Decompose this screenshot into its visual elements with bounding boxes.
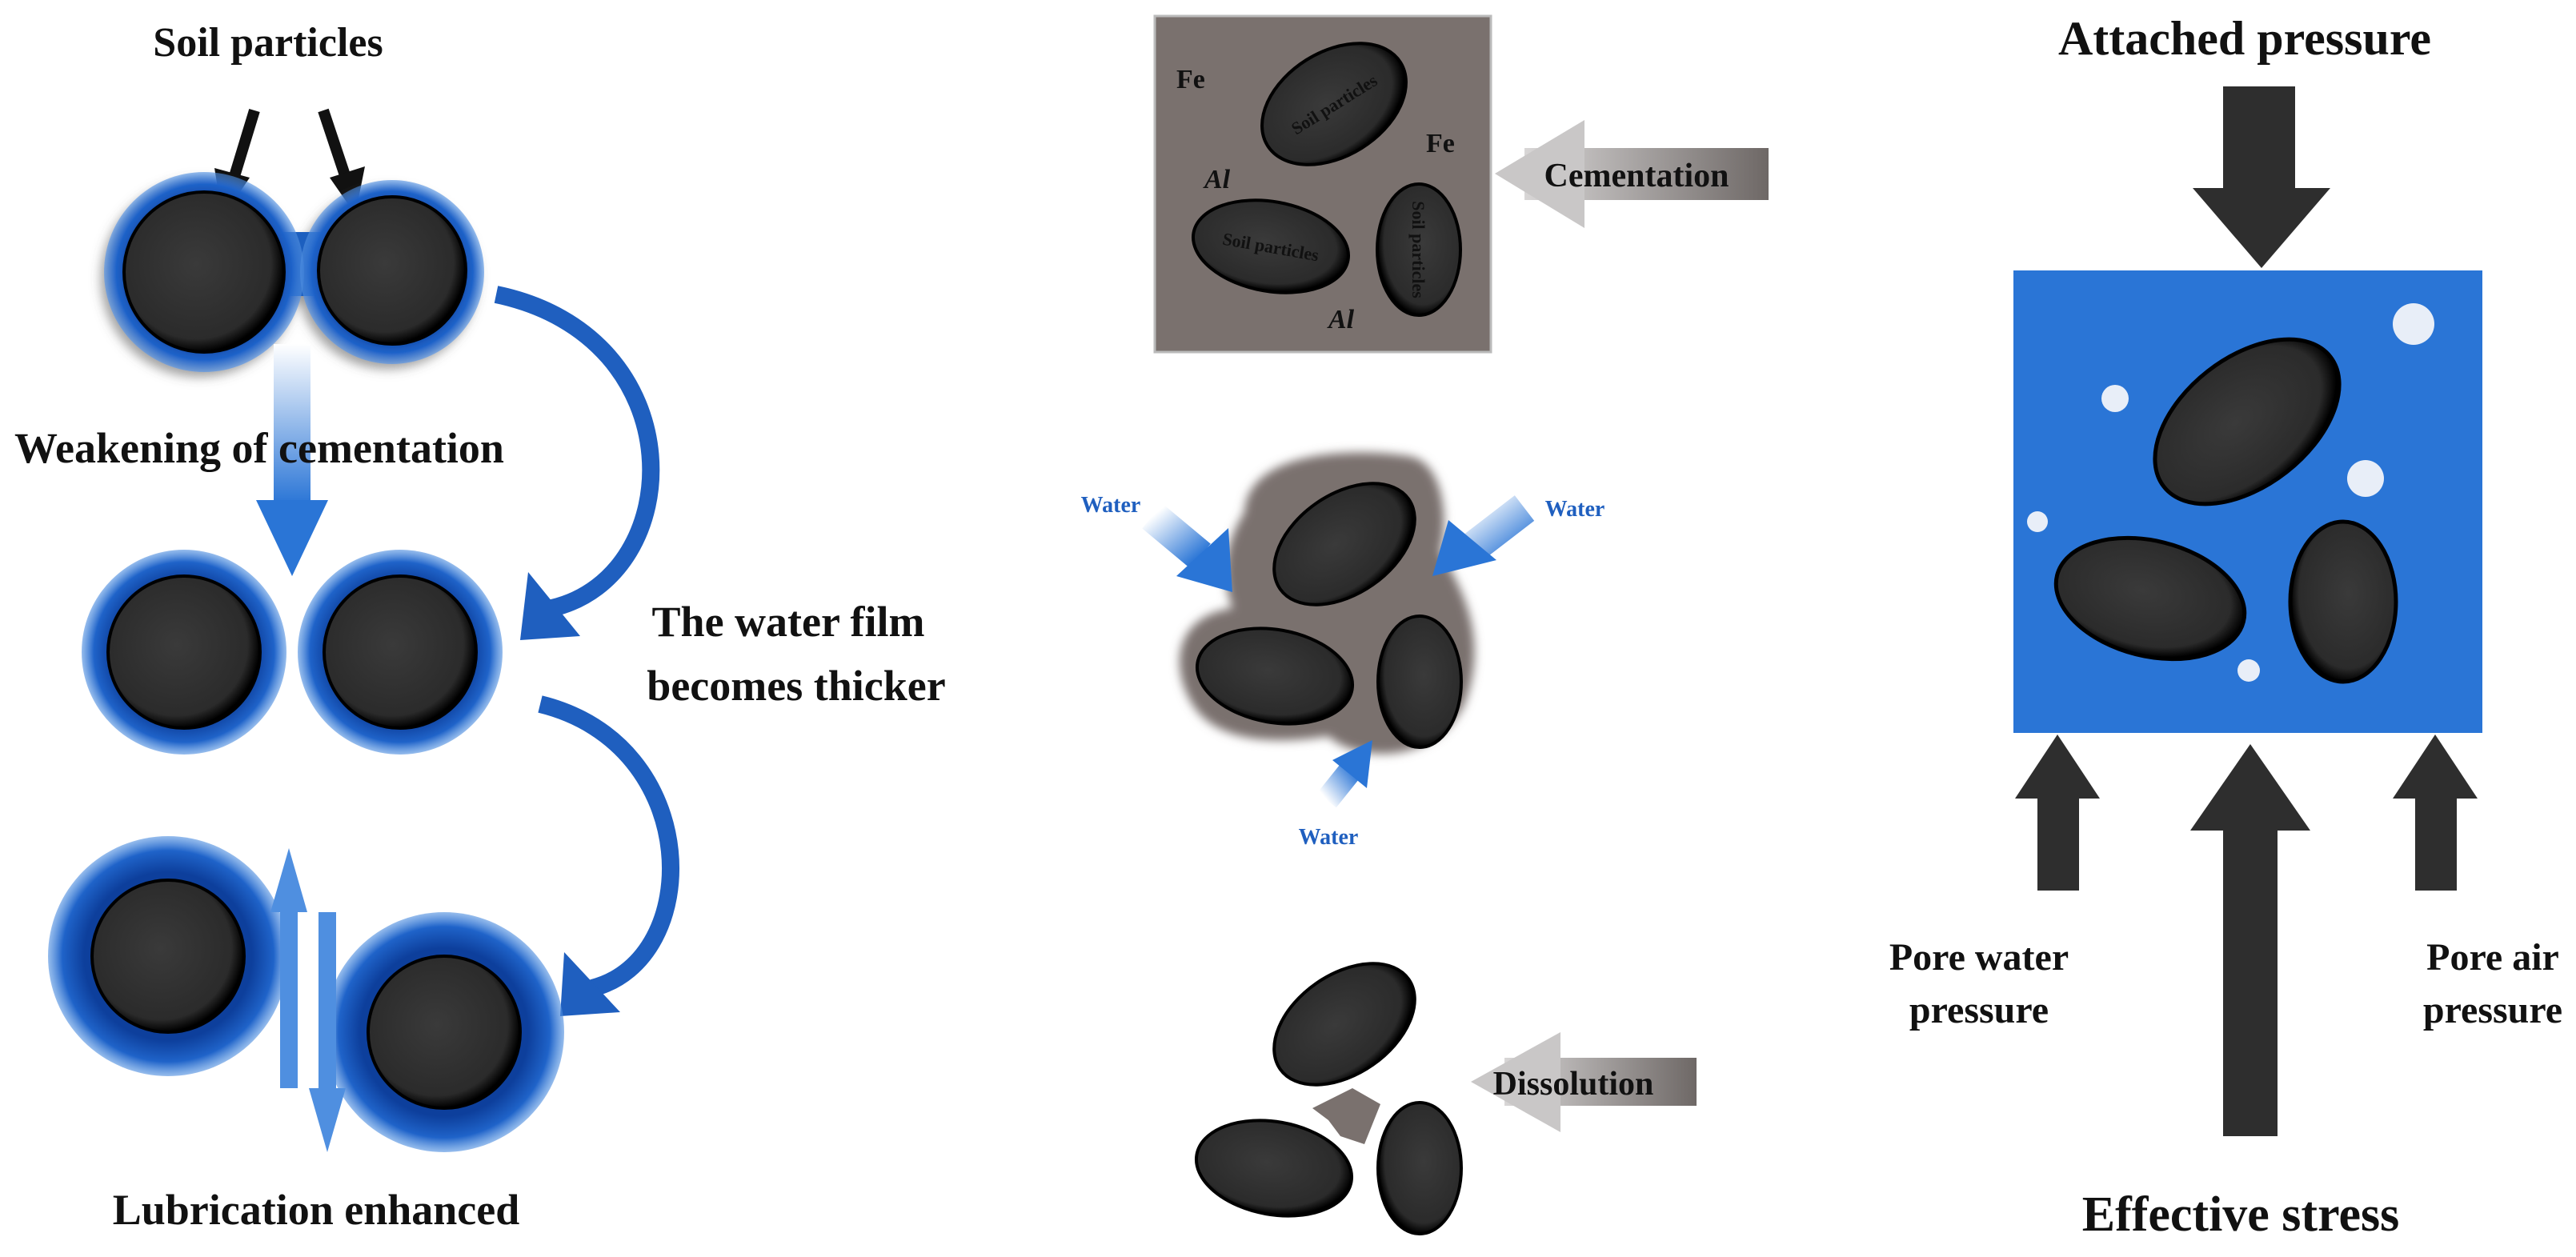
element-al: Al [1327, 305, 1355, 334]
down-arrow-weakening [256, 344, 328, 576]
water-arrow-bottom [1317, 740, 1372, 808]
slip-arrows [270, 848, 346, 1152]
soil-particle [367, 955, 522, 1110]
cementation-label: Cementation [1544, 158, 1729, 194]
soil-particle [1192, 198, 1350, 294]
pore-air-label-line1: Pore air [2426, 936, 2559, 979]
element-fe: Fe [1176, 65, 1205, 94]
element-al: Al [1203, 165, 1231, 194]
soil-particle [323, 574, 478, 730]
soil-particle [1376, 1101, 1463, 1235]
water-label: Water [1081, 493, 1141, 518]
soil-particle [106, 574, 262, 730]
curved-arrow-thickening [494, 286, 660, 640]
soil-particle [90, 879, 246, 1034]
soil-particles-title: Soil particles [153, 20, 383, 66]
dissolution-arrow [1471, 1032, 1697, 1132]
air-bubble [2237, 659, 2260, 682]
pore-water-label-line1: Pore water [1889, 936, 2069, 979]
air-bubble [2393, 303, 2434, 345]
cementation-arrow [1495, 120, 1769, 228]
weakening-label: Weakening of cementation [14, 424, 504, 472]
right-panel: Attached pressure Pore water pressure [1889, 12, 2562, 1242]
lubrication-label: Lubrication enhanced [113, 1186, 520, 1234]
water-arrow-right [1432, 495, 1535, 576]
water-film-label-line1: The water film [652, 598, 925, 646]
air-bubble [2027, 511, 2048, 532]
soil-particle [1376, 614, 1463, 749]
attached-pressure-arrow [2193, 86, 2330, 268]
soil-particle [2153, 337, 2342, 506]
water-label: Water [1545, 497, 1605, 522]
dissolution-label: Dissolution [1493, 1066, 1654, 1103]
pore-water-label-line2: pressure [1909, 989, 2049, 1031]
effective-stress-label: Effective stress [2082, 1187, 2400, 1242]
air-bubble [2101, 385, 2129, 412]
soil-particle [122, 190, 286, 354]
soil-particle [1272, 962, 1416, 1087]
water-label: Water [1299, 825, 1359, 850]
element-fe: Fe [1426, 129, 1455, 158]
effective-stress-arrow [2190, 744, 2310, 1136]
soil-particle [2053, 535, 2247, 662]
left-panel: Soil particles Weakening of cementation [14, 20, 946, 1234]
soil-particle [1272, 482, 1416, 606]
particle-label: Soil particles [1408, 201, 1428, 298]
soil-particle [1194, 1119, 1354, 1218]
pore-air-label-line2: pressure [2423, 989, 2562, 1031]
cement-fragment [1312, 1088, 1380, 1144]
soil-particle [1260, 42, 1408, 166]
soil-particle [2288, 519, 2398, 684]
attached-pressure-label: Attached pressure [2058, 12, 2431, 65]
middle-panel: Soil particles Soil particles Soil parti… [1081, 14, 1769, 1235]
soil-particle [1195, 626, 1355, 726]
water-arrow-left [1142, 503, 1232, 592]
air-bubble [2347, 460, 2384, 497]
soil-particle [317, 195, 467, 346]
curved-arrow-lubrication [538, 695, 679, 1016]
water-film-label-line2: becomes thicker [647, 662, 945, 710]
pore-air-pressure-arrow [2393, 735, 2478, 891]
soil-particle [1376, 182, 1462, 317]
pore-water-pressure-arrow [2015, 735, 2100, 891]
